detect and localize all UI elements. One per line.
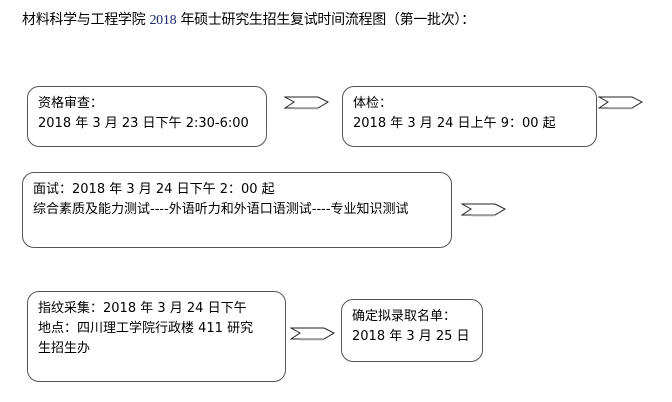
step-qualification-review: 资格审查： 2018 年 3 月 23 日下午 2:30-6:00 (27, 86, 267, 147)
step-detail: 综合素质及能力测试----外语听力和外语口语测试----专业知识测试 (33, 202, 409, 217)
title-suffix: 年硕士研究生招生复试时间流程图（第一批次）： (180, 12, 475, 28)
step-fingerprint-collection: 指纹采集：2018 年 3 月 24 日下午 地点：四川理工学院行政楼 411 … (27, 291, 286, 382)
step-label: 确定拟录取名单： (352, 309, 457, 324)
step-detail: 2018 年 3 月 24 日上午 9：00 起 (353, 116, 556, 131)
step-location-cont: 生招生办 (38, 341, 91, 356)
title-prefix: 材料科学与工程学院 (22, 12, 146, 28)
step-label-and-time: 面试：2018 年 3 月 24 日下午 2：00 起 (33, 180, 441, 200)
arrow-right-icon (598, 96, 644, 110)
step-label: 体检： (353, 96, 393, 111)
step-detail: 2018 年 3 月 25 日 (352, 329, 470, 344)
step-label: 面试： (33, 182, 73, 197)
step-interview: 面试：2018 年 3 月 24 日下午 2：00 起 综合素质及能力测试---… (22, 172, 452, 248)
step-label: 指纹采集： (38, 301, 104, 316)
step-physical-exam: 体检： 2018 年 3 月 24 日上午 9：00 起 (342, 86, 597, 147)
step-detail: 2018 年 3 月 24 日下午 (103, 301, 247, 316)
step-label-and-time: 指纹采集：2018 年 3 月 24 日下午 (38, 299, 275, 319)
step-detail: 2018 年 3 月 23 日下午 2:30-6:00 (38, 116, 249, 131)
page-title: 材料科学与工程学院 2018 年硕士研究生招生复试时间流程图（第一批次）： (22, 11, 475, 30)
step-admission-list: 确定拟录取名单： 2018 年 3 月 25 日 (341, 299, 483, 362)
step-label: 资格审查： (38, 96, 104, 111)
arrow-right-icon (461, 203, 507, 217)
step-location: 地点：四川理工学院行政楼 411 研究 (38, 321, 254, 336)
arrow-right-icon (284, 96, 330, 110)
step-detail: 2018 年 3 月 24 日下午 2：00 起 (72, 182, 275, 197)
arrow-right-icon (290, 327, 336, 341)
title-year: 2018 (149, 13, 177, 28)
